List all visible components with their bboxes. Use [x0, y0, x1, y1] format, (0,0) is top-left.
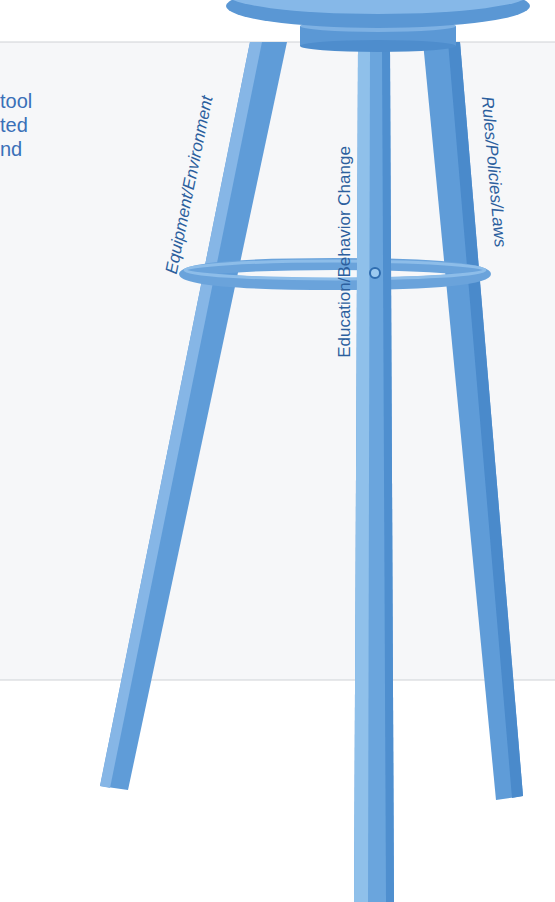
stool-leg [100, 42, 287, 790]
intro-text-fragment: nd [0, 138, 22, 160]
leg-shadow [382, 48, 394, 902]
stool-leg [423, 42, 523, 800]
leg-highlight [354, 48, 370, 902]
panel-rule [0, 680, 555, 681]
intro-text-fragment: ted [0, 114, 28, 136]
stool-leg-label: Education/Behavior Change [336, 146, 355, 358]
seat-collar [300, 40, 456, 52]
stool-leg [354, 48, 394, 902]
stool-leg-label: Equipment/Environment [163, 94, 217, 276]
stool-seat [226, 0, 530, 14]
leg-highlight [100, 42, 262, 788]
stool-leg-label: Rules/Policies/Laws [477, 96, 509, 248]
intro-text-fragment: tool [0, 90, 32, 112]
leg-shadow [448, 42, 523, 798]
bolt [370, 268, 380, 278]
